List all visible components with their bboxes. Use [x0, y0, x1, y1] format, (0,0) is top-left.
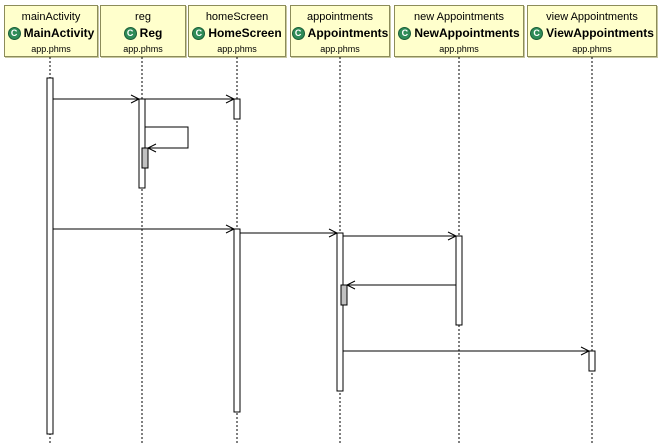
arrowhead — [146, 143, 157, 153]
self-call-arrow — [145, 126, 189, 149]
package-name: app.phms — [320, 44, 360, 54]
class-name: Reg — [139, 26, 163, 40]
arrowhead — [225, 94, 236, 104]
class-icon: C — [192, 27, 206, 40]
class-icon: C — [291, 27, 305, 40]
instance-name: appointments — [306, 11, 374, 23]
arrowhead — [225, 224, 236, 234]
class-name: Appointments — [307, 26, 389, 40]
activation-bar — [46, 77, 54, 435]
class-icon: C — [123, 27, 137, 40]
class-icon: C — [7, 27, 21, 40]
instance-name: homeScreen — [205, 11, 269, 23]
activation-bar — [141, 147, 149, 169]
arrowhead — [447, 231, 458, 241]
activation-bar — [138, 98, 146, 189]
class-name: HomeScreen — [208, 26, 282, 40]
class-name: NewAppointments — [414, 26, 520, 40]
activation-bar — [588, 350, 596, 372]
arrowhead — [328, 228, 339, 238]
arrowhead — [580, 346, 591, 356]
instance-name: view Appointments — [546, 11, 638, 23]
arrowhead — [345, 280, 356, 290]
activation-bar — [233, 228, 241, 413]
package-name: app.phms — [123, 44, 163, 54]
class-icon: C — [530, 27, 544, 40]
instance-name: new Appointments — [414, 11, 504, 23]
activation-bar — [336, 232, 344, 392]
package-name: app.phms — [439, 44, 479, 54]
instance-name: mainActivity — [21, 11, 81, 23]
package-name: app.phms — [31, 44, 71, 54]
instance-name: reg — [135, 11, 151, 23]
activation-bar — [233, 98, 241, 120]
activation-bar — [340, 284, 348, 306]
class-name: MainActivity — [23, 26, 95, 40]
class-icon: C — [398, 27, 412, 40]
activation-bar — [455, 235, 463, 326]
package-name: app.phms — [217, 44, 257, 54]
package-name: app.phms — [572, 44, 612, 54]
arrowhead — [130, 94, 141, 104]
class-name: ViewAppointments — [546, 26, 654, 40]
